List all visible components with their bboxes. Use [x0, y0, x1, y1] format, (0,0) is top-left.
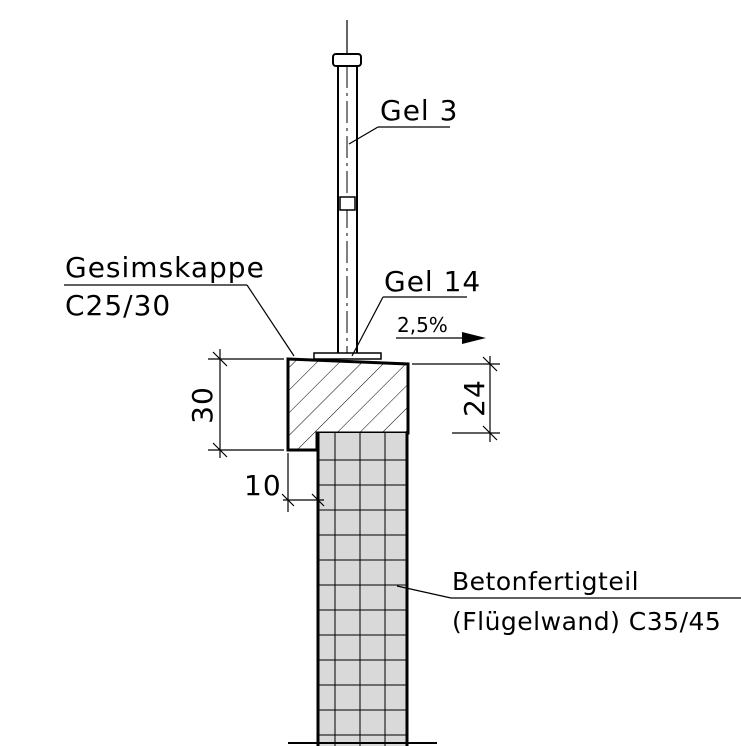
label-precast-wall: Betonfertigteil — [452, 567, 639, 596]
dimension-overhang — [281, 453, 325, 512]
dimension-left — [208, 349, 284, 458]
label-cornice-cap: Gesimskappe — [65, 251, 265, 284]
precast-wall — [288, 433, 437, 746]
label-gel3: Gel 3 — [380, 94, 458, 127]
dimension-label-30: 30 — [186, 386, 219, 424]
label-cap-concrete: C25/30 — [65, 289, 171, 322]
slope-arrow — [396, 332, 486, 344]
post-joint — [339, 196, 356, 211]
label-gel14: Gel 14 — [384, 265, 481, 298]
railing-post — [332, 20, 362, 356]
post-cap — [332, 53, 362, 67]
dimension-label-24: 24 — [458, 379, 491, 417]
leader-precast-wall — [396, 585, 741, 599]
dimension-right — [412, 356, 500, 442]
railing-base-plate — [313, 352, 382, 360]
leader-cornice-cap — [64, 284, 295, 357]
dimension-label-10: 10 — [244, 469, 282, 502]
label-slope: 2,5% — [397, 313, 448, 337]
label-wall-spec: (Flügelwand) C35/45 — [452, 607, 721, 636]
leader-gel14 — [351, 296, 467, 357]
leader-gel3 — [348, 126, 450, 145]
